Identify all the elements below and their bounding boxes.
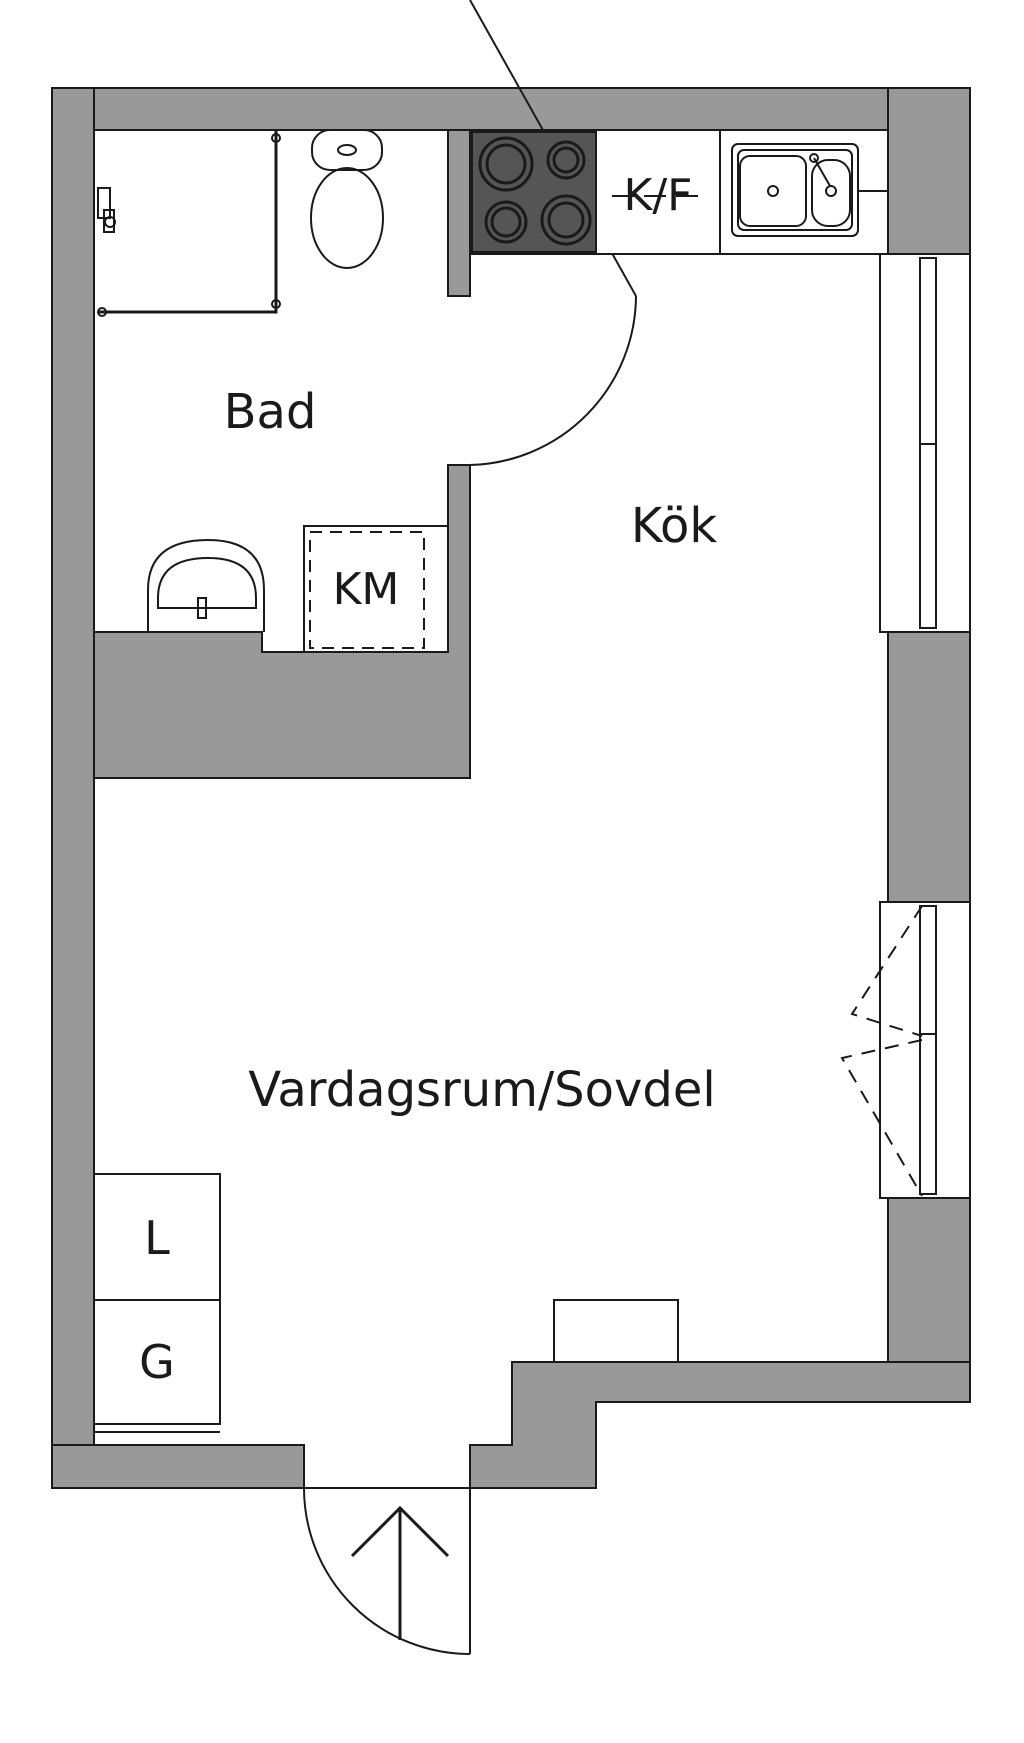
window-swing-icon bbox=[840, 905, 923, 1197]
wardrobe-l bbox=[93, 1173, 221, 1301]
wardrobe-l-label: L bbox=[144, 1211, 170, 1265]
toilet-icon bbox=[310, 129, 384, 269]
shower-mixer-icon bbox=[97, 187, 116, 233]
wall-right-mid bbox=[887, 631, 971, 903]
shower-enclosure bbox=[98, 130, 278, 314]
wardrobes bbox=[93, 1173, 221, 1433]
room-label-kitchen: Kök bbox=[631, 498, 717, 554]
room-label-living: Vardagsrum/Sovdel bbox=[248, 1062, 715, 1118]
wall-bottom-right bbox=[469, 1361, 971, 1489]
room-label-bathroom: Bad bbox=[224, 384, 317, 440]
window-lower bbox=[879, 901, 971, 1199]
wardrobe-g bbox=[93, 1299, 221, 1425]
shower-post-icon bbox=[97, 307, 107, 317]
wall-right-top bbox=[887, 87, 971, 255]
sink-icon bbox=[147, 538, 265, 632]
wall-top bbox=[51, 87, 971, 131]
washing-machine-label: KM bbox=[333, 564, 400, 615]
wall-left bbox=[51, 87, 95, 1489]
wardrobe-g-label: G bbox=[139, 1335, 175, 1389]
shower-post-icon bbox=[271, 299, 281, 309]
washing-machine bbox=[303, 525, 449, 653]
wall-bath-partition-upper bbox=[447, 129, 471, 297]
bathroom-fixtures bbox=[97, 129, 449, 653]
wall-right-low bbox=[887, 1197, 971, 1363]
washing-machine-inner bbox=[309, 531, 425, 649]
radiator bbox=[553, 1299, 679, 1363]
entrance-door[interactable] bbox=[303, 1487, 471, 1655]
window-upper bbox=[879, 253, 971, 633]
hob-burner-icon bbox=[478, 136, 592, 246]
wall-bottom-left bbox=[51, 1444, 305, 1489]
kitchen-sink-icon bbox=[731, 143, 888, 237]
walls bbox=[51, 87, 971, 1489]
wall-bath-partition-lower bbox=[93, 464, 471, 779]
kitchen-counter bbox=[469, 129, 889, 255]
entrance-arrow-icon bbox=[350, 1505, 450, 1640]
shower-post-icon bbox=[271, 133, 281, 143]
